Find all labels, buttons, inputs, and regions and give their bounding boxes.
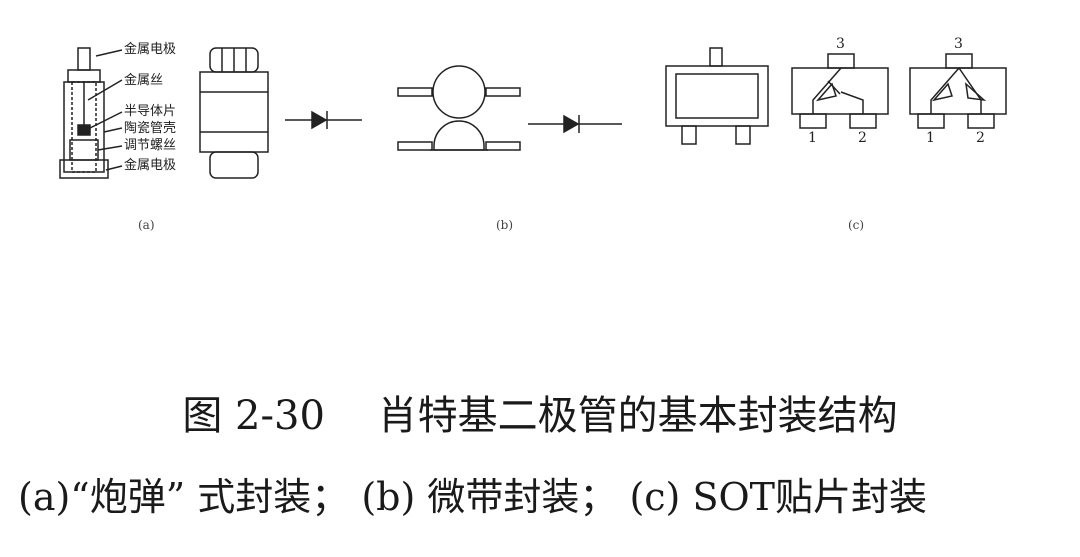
pin-label-2-single: 2 [858, 130, 867, 146]
label-semiconductor-chip: 半导体片 [124, 104, 177, 119]
figure-subtitle: (a)“炮弹” 式封装； (b) 微带封装； (c) SOT贴片封装 [18, 475, 927, 519]
label-adjust-screw: 调节螺丝 [124, 138, 177, 153]
bullet-package-outline [199, 47, 269, 179]
pin-label-1-dual: 1 [926, 130, 935, 146]
sublabel-b: (b) [496, 218, 514, 232]
microstrip-package-top [397, 65, 521, 119]
pin-label-3-dual: 3 [954, 36, 963, 52]
pin-label-2-dual: 2 [976, 130, 985, 146]
label-bottom-metal-electrode: 金属电极 [124, 158, 177, 173]
diode-symbol-a [285, 110, 362, 130]
sot-dual-diode [909, 53, 1007, 129]
pin-label-1-single: 1 [808, 130, 817, 146]
figure-title: 图 2-30 肖特基二极管的基本封装结构 [182, 393, 898, 439]
sublabel-a: (a) [138, 218, 155, 232]
sot-package-outline [665, 47, 769, 145]
microstrip-package-side [397, 120, 521, 151]
label-ceramic-shell: 陶瓷管壳 [124, 121, 177, 136]
label-metal-wire: 金属丝 [124, 73, 164, 88]
diode-symbol-b [528, 114, 622, 134]
pin-label-3-single: 3 [836, 36, 845, 52]
sublabel-c: (c) [848, 218, 865, 232]
bullet-package-cross-section [59, 47, 123, 179]
sot-single-diode [791, 53, 889, 129]
label-top-metal-electrode: 金属电极 [124, 42, 177, 57]
